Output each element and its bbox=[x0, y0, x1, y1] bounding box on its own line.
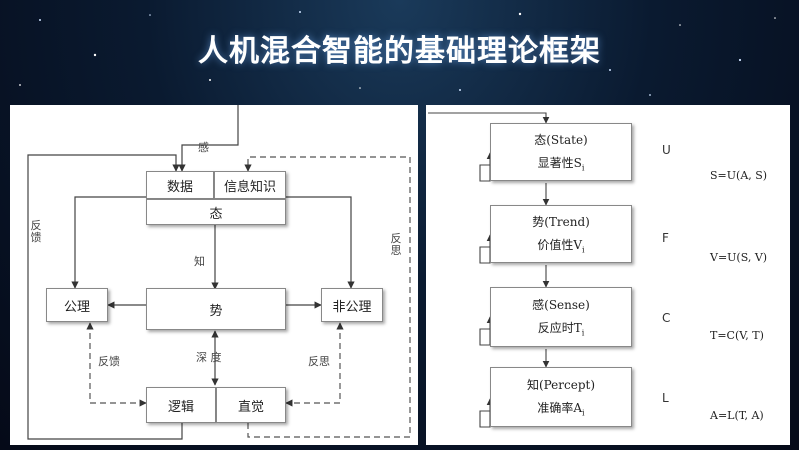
label-know: 知 bbox=[194, 255, 205, 268]
box-percept-name: 知(Percept) bbox=[526, 378, 596, 393]
label-reflect-outer: 反思 bbox=[390, 232, 402, 257]
box-trend-name: 势(Trend) bbox=[532, 215, 590, 230]
box-data: 数据 bbox=[146, 171, 214, 199]
framework-connectors bbox=[27, 105, 411, 440]
label-reflect-inner: 反思 bbox=[308, 355, 330, 368]
box-logic: 逻辑 bbox=[146, 387, 216, 423]
formula-value: V=U(S, V) bbox=[710, 251, 768, 264]
box-trend-value: 势(Trend) 价值性Vi bbox=[490, 205, 632, 263]
box-sense-response: 感(Sense) 反应时Ti bbox=[490, 287, 632, 347]
box-state: 态 bbox=[146, 199, 286, 225]
formula-salience: S=U(A, S) bbox=[710, 169, 768, 182]
box-axiom: 公理 bbox=[46, 288, 108, 322]
box-sense-metric: 反应时Ti bbox=[537, 321, 585, 338]
box-trend: 势 bbox=[146, 288, 286, 330]
box-percept-accuracy: 知(Percept) 准确率Ai bbox=[490, 367, 632, 427]
box-state-name: 态(State) bbox=[534, 133, 588, 148]
label-depth: 深 度 bbox=[196, 351, 222, 364]
box-intuition: 直觉 bbox=[216, 387, 286, 423]
label-feedback-outer: 反馈 bbox=[30, 219, 42, 244]
framework-diagram-panel: 数据 信息知识 态 势 公理 非公理 逻辑 直觉 感 知 反馈 反思 反馈 反思… bbox=[10, 105, 418, 445]
formula-response-time: T=C(V, T) bbox=[710, 329, 764, 342]
box-percept-metric: 准确率Ai bbox=[537, 401, 585, 418]
box-state-salience: 态(State) 显著性Si bbox=[490, 123, 632, 181]
box-sense-name: 感(Sense) bbox=[532, 298, 590, 313]
letter-c: C bbox=[662, 311, 671, 325]
box-non-axiom: 非公理 bbox=[321, 288, 383, 322]
page-title: 人机混合智能的基础理论框架 bbox=[198, 34, 601, 69]
letter-l: L bbox=[662, 391, 669, 405]
box-trend-metric: 价值性Vi bbox=[537, 238, 585, 255]
label-sense: 感 bbox=[198, 141, 209, 154]
letter-f: F bbox=[662, 231, 669, 245]
label-feedback-inner: 反馈 bbox=[98, 355, 120, 368]
letter-u: U bbox=[662, 143, 671, 157]
formula-accuracy: A=L(T, A) bbox=[710, 409, 764, 422]
box-info-knowledge: 信息知识 bbox=[214, 171, 286, 199]
starfield-background bbox=[19, 11, 776, 96]
metric-chain-panel: 态(State) 显著性Si 势(Trend) 价值性Vi 感(Sense) 反… bbox=[426, 105, 790, 445]
box-state-metric: 显著性Si bbox=[537, 156, 585, 173]
